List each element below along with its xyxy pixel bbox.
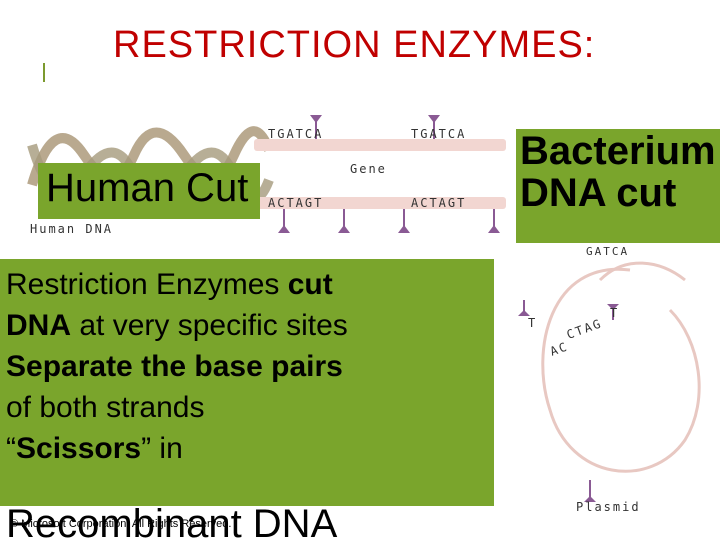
bullet-list: Restriction Enzymes cut DNA at very spec… [6, 264, 494, 469]
plasmid-label: Plasmid [576, 500, 641, 514]
recombinant-dna-label: Recombinant DNA [6, 502, 338, 546]
plasmid-right-t: T [610, 306, 620, 320]
bacterium-label: Bacterium DNA cut [520, 129, 716, 215]
main-text-box [0, 259, 494, 506]
copyright-notice: © Microsoft Corporation. All Rights Rese… [10, 518, 232, 530]
human-dna-label: Human DNA [30, 222, 114, 236]
site-bottom-left: ACTAGT [268, 196, 324, 210]
bullet-line-2: DNA at very specific sites [6, 309, 348, 342]
plasmid-diagram [518, 261, 701, 502]
bullet-line-3: Separate the base pairs [6, 350, 343, 383]
bullet-line-5: “Scissors” in [6, 432, 183, 465]
site-top-left: TGATCA [268, 127, 324, 141]
bacterium-box [516, 129, 720, 243]
site-bottom-right: ACTAGT [411, 196, 467, 210]
plasmid-left-t: T [528, 316, 538, 330]
gene-label: Gene [350, 162, 387, 176]
bullet-line-1: Restriction Enzymes cut [6, 268, 333, 301]
slide-title: RESTRICTION ENZYMES: [113, 24, 596, 66]
bullet-line-4: of both strands [6, 391, 205, 424]
site-top-right: TGATCA [411, 127, 467, 141]
accent-bar [43, 63, 45, 82]
plasmid-seq-top: GATCA [586, 245, 630, 258]
human-cut-label: Human Cut [46, 166, 249, 210]
human-cut-box [38, 163, 260, 219]
